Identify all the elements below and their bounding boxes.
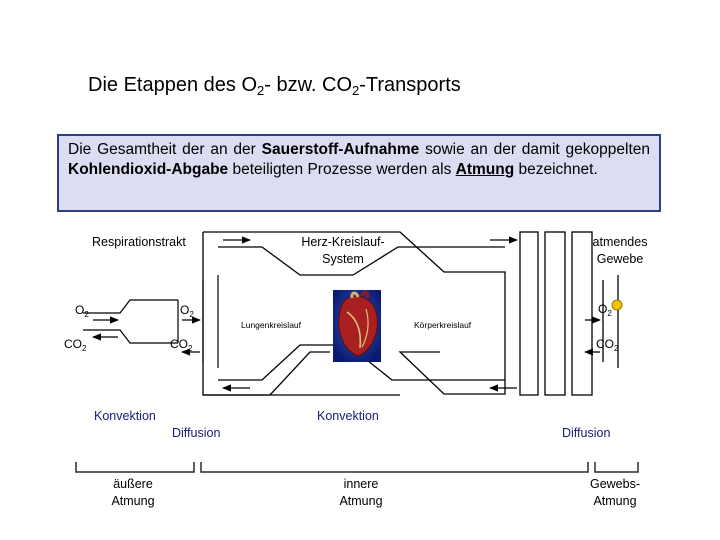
label-diffusion-lunge: Diffusion	[172, 426, 220, 440]
heart-image	[333, 290, 381, 362]
label-diffusion-gewebe: Diffusion	[562, 426, 610, 440]
airway-tubes	[83, 275, 218, 368]
label-co2-outside: CO2	[64, 337, 86, 353]
label-o2-tissue: O2	[598, 302, 612, 318]
label-konvektion-kreislauf: Konvektion	[317, 409, 379, 423]
label-konvektion-atemweg: Konvektion	[94, 409, 156, 423]
label-lungenkreislauf: Lungenkreislauf	[241, 320, 301, 330]
label-gewebs-atmung: Gewebs-Atmung	[581, 476, 649, 510]
label-koerperkreislauf: Körperkreislauf	[414, 320, 471, 330]
o2-marker-icon	[612, 300, 622, 310]
label-respirationstrakt: Respirationstrakt	[92, 234, 186, 251]
label-herz-kreislauf-system: Herz-Kreislauf-System	[300, 234, 386, 268]
circulation-loop	[203, 232, 618, 395]
label-o2-outside: O2	[75, 303, 89, 319]
stage-brackets	[76, 462, 638, 472]
label-co2-tissue: CO2	[596, 337, 618, 353]
label-co2-lung: CO2	[170, 337, 192, 353]
label-o2-lung: O2	[180, 303, 194, 319]
